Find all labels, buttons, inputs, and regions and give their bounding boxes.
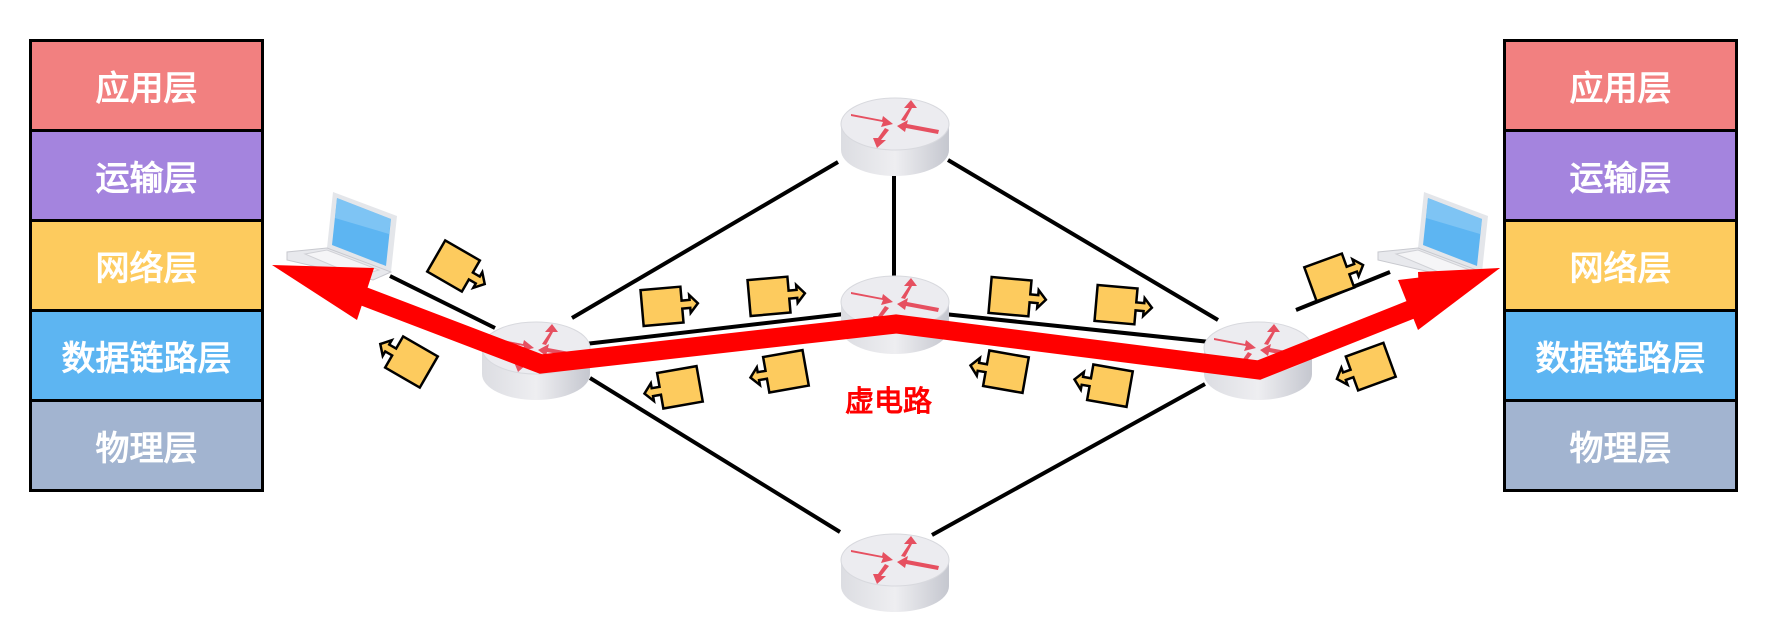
packet-icon [370, 327, 440, 389]
packet-icon [425, 239, 495, 301]
application-layer: 应用层 [1506, 42, 1735, 132]
packet-icon [966, 346, 1031, 395]
application-layer: 应用层 [32, 42, 261, 132]
router-top-icon [840, 97, 950, 177]
datalink-layer: 数据链路层 [1506, 312, 1735, 402]
link-top-right [946, 158, 1220, 322]
physical-layer: 物理层 [32, 402, 261, 489]
physical-layer: 物理层 [1506, 402, 1735, 489]
transport-layer: 运输层 [32, 132, 261, 222]
virtual-circuit-arrow [272, 265, 1500, 380]
packet-icon [1329, 341, 1397, 398]
packet-icon [1093, 283, 1155, 327]
right-protocol-stack: 应用层 运输层 网络层 数据链路层 物理层 [1503, 39, 1738, 492]
arrowhead-left [272, 265, 374, 320]
link-bottom-right [931, 382, 1206, 537]
packet-icon [987, 275, 1049, 319]
transport-layer: 运输层 [1506, 132, 1735, 222]
link-laptop-left-router [389, 274, 496, 330]
link-center-right [943, 312, 1211, 344]
packet-icon [640, 364, 705, 413]
right-host-laptop-icon [1377, 191, 1489, 281]
packet-icon [639, 284, 701, 328]
link-left-bottom [588, 376, 842, 534]
packet-icon [746, 348, 811, 397]
arrowhead-right [1398, 268, 1500, 330]
link-left-center [584, 312, 845, 346]
link-left-top [570, 160, 840, 320]
router-bottom-icon [840, 533, 950, 613]
network-layer: 网络层 [32, 222, 261, 312]
packet-icon [746, 274, 808, 318]
datalink-layer: 数据链路层 [32, 312, 261, 402]
network-layer: 网络层 [1506, 222, 1735, 312]
packet-icon [1070, 360, 1135, 409]
left-protocol-stack: 应用层 运输层 网络层 数据链路层 物理层 [29, 39, 264, 492]
packet-icon [1303, 246, 1371, 303]
virtual-circuit-label: 虚电路 [845, 384, 933, 418]
links [389, 158, 1391, 537]
